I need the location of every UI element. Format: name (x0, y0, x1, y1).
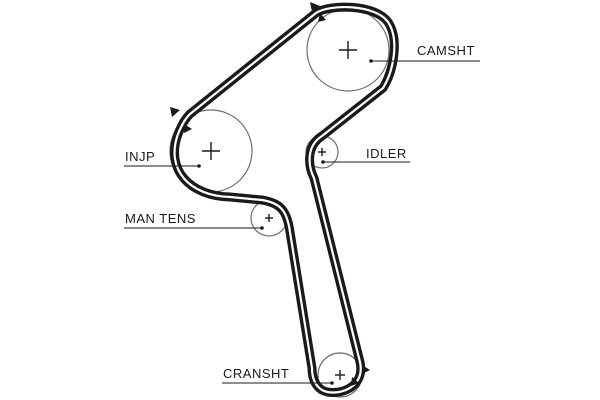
manual-tensioner-label: MAN TENS (125, 211, 196, 226)
injection-pump-leader (124, 164, 201, 168)
crankshaft-timing-mark-lower (351, 377, 359, 386)
camshaft-timing-mark-upper (310, 2, 320, 12)
injection-pump-timing-mark-lower (184, 124, 192, 133)
crankshaft-center-marker (335, 370, 345, 380)
idler-leader (321, 160, 410, 164)
camshaft-timing-mark-lower (318, 13, 326, 22)
manual-tensioner-center-marker (265, 214, 273, 222)
injection-pump-label: INJP (125, 149, 155, 164)
manual-tensioner-leader (124, 226, 264, 230)
crankshaft-label: CRANSHT (223, 366, 289, 381)
idler-center-marker (318, 148, 326, 156)
timing-belt (170, 2, 399, 398)
injection-pump-timing-mark-upper (170, 107, 180, 117)
camshaft-center-marker (339, 41, 357, 59)
idler-label: IDLER (366, 146, 407, 161)
camshaft-label: CAMSHT (417, 43, 475, 58)
crankshaft-timing-mark-upper (362, 365, 370, 374)
injection-pump-center-marker (202, 142, 220, 160)
camshaft-leader (369, 59, 480, 63)
crankshaft-leader (222, 381, 334, 385)
